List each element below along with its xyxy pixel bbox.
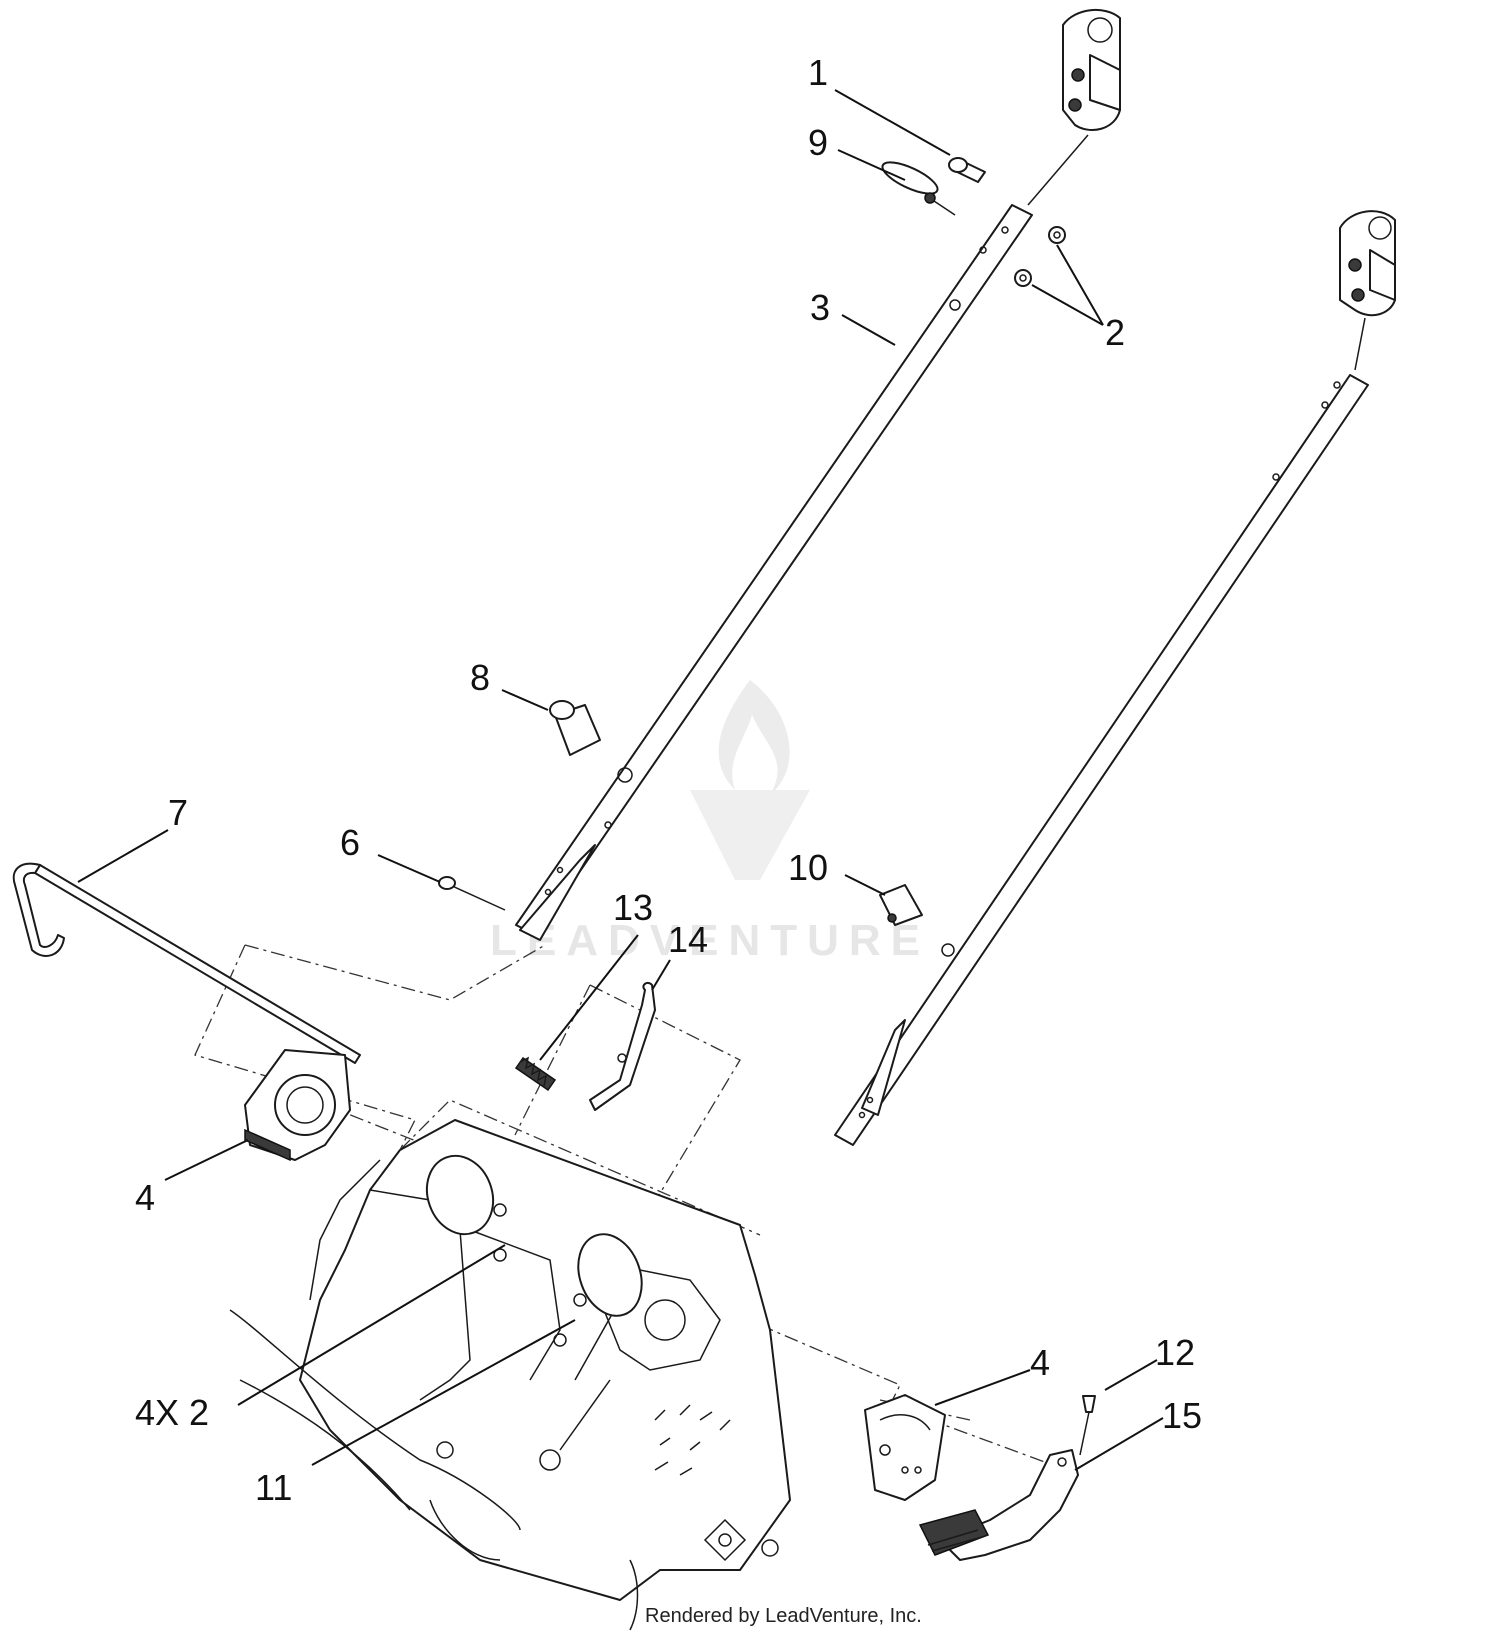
part-1-pin: [948, 157, 986, 183]
handle-tube-right: [834, 210, 1396, 1146]
callout-1: 1: [808, 52, 828, 93]
part-13-spring: [514, 1056, 557, 1092]
part-14-bracket: [589, 981, 656, 1111]
callout-4-lower: 4: [1030, 1342, 1050, 1383]
part-7-rod: [12, 862, 361, 1064]
callout-7: 7: [168, 792, 188, 833]
callout-9: 9: [808, 122, 828, 163]
part-9-clip: [881, 161, 956, 216]
render-credit: Rendered by LeadVenture, Inc.: [645, 1605, 922, 1627]
main-frame: [229, 1119, 791, 1631]
part-4-housing-lower: [864, 1394, 946, 1501]
callout-14: 14: [668, 919, 708, 960]
callout-2: 2: [1105, 312, 1125, 353]
part-2-nuts: [1014, 226, 1066, 287]
callout-15: 15: [1162, 1395, 1202, 1436]
callout-13: 13: [613, 887, 653, 928]
callout-4-upper: 4: [135, 1177, 155, 1218]
part-8-knob: [549, 700, 601, 756]
callout-11: 11: [255, 1467, 292, 1508]
part-6-bolt: [438, 876, 506, 911]
part-15-pedal: [918, 1449, 1079, 1561]
callout-8: 8: [470, 657, 490, 698]
flame-logo-icon: [718, 680, 790, 795]
leader-lines: [77, 89, 1164, 1471]
part-4-housing-upper: [244, 1049, 351, 1162]
part-12-bolt: [1079, 1395, 1096, 1456]
handle-tube-left: [515, 8, 1121, 941]
callout-10: 10: [788, 847, 828, 888]
callouts: 1 9 3 2 8 7 6 13 14 10 4 4 12 15 4X 2 11: [135, 52, 1202, 1508]
callout-3: 3: [810, 287, 830, 328]
v-logo-icon: [690, 790, 810, 880]
part-10-knob: [879, 884, 923, 926]
watermark-text: LEADVENTURE: [490, 916, 930, 965]
watermark: LEADVENTURE: [490, 680, 930, 965]
callout-12: 12: [1155, 1332, 1195, 1373]
callout-6: 6: [340, 822, 360, 863]
callout-4x2: 4X 2: [135, 1392, 209, 1433]
